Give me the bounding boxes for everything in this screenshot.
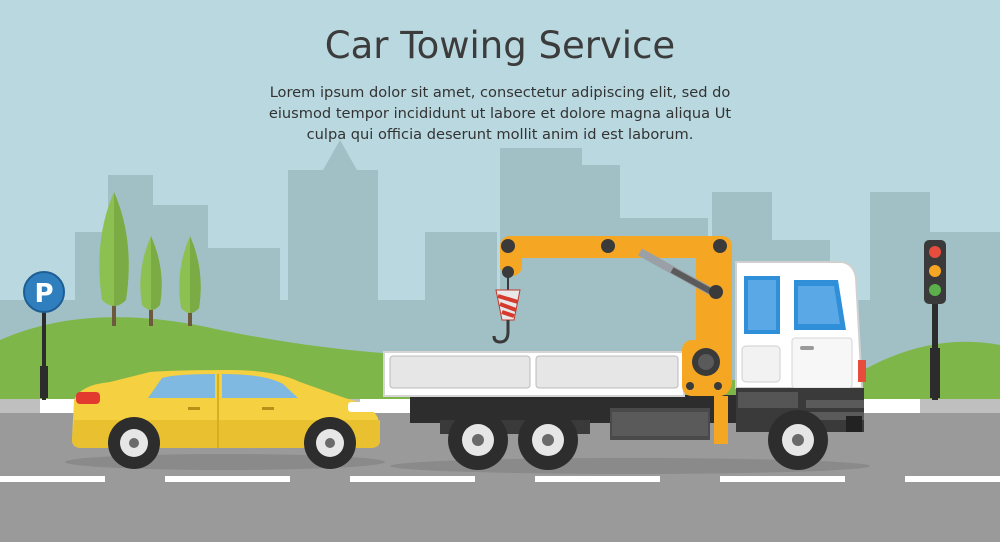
- traffic-light-icon: [924, 240, 946, 400]
- description-line: eiusmod tempor incididunt ut labore et d…: [268, 105, 732, 122]
- truck-wheel: [448, 410, 508, 470]
- truck-wheel: [768, 410, 828, 470]
- banner-description: Lorem ipsum dolor sit amet, consectetur …: [230, 82, 770, 145]
- tree-icon: [99, 192, 129, 326]
- car-wheel: [108, 417, 160, 469]
- tree-icon: [140, 236, 162, 326]
- car-wheel: [304, 417, 356, 469]
- crane: [500, 236, 732, 444]
- banner-title: Car Towing Service: [324, 24, 676, 67]
- truck-wheel: [518, 410, 578, 470]
- tree-icon: [179, 236, 201, 326]
- tow-truck: [383, 236, 866, 470]
- truck-cab: [735, 261, 866, 432]
- parking-sign-letter: P: [34, 279, 53, 309]
- car: [72, 370, 380, 469]
- flatbed: [383, 351, 685, 397]
- parking-sign-icon: P: [23, 271, 65, 400]
- hook-icon: [492, 272, 521, 344]
- description-line: culpa qui officia deserunt mollit anim i…: [306, 126, 694, 143]
- description-line: Lorem ipsum dolor sit amet, consectetur …: [269, 84, 731, 101]
